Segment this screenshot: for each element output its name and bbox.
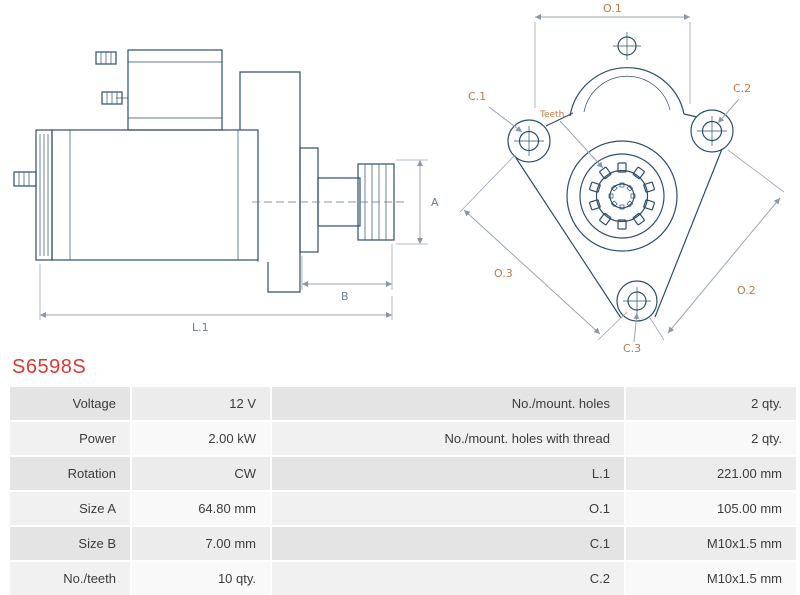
spec-value: 10 qty. xyxy=(132,562,270,595)
spec-label: L.1 xyxy=(272,457,624,490)
spec-value: M10x1.5 mm xyxy=(626,562,796,595)
spec-label: No./mount. holes with thread xyxy=(272,422,624,455)
spec-label: Voltage xyxy=(10,387,130,420)
dim-label-o1: O.1 xyxy=(603,2,622,15)
technical-drawing: A B L.1 xyxy=(13,2,785,352)
dim-label-l1: L.1 xyxy=(192,321,209,334)
spec-label: C.2 xyxy=(272,562,624,595)
label-teeth: Teeth xyxy=(539,110,564,120)
dim-label-o3: O.3 xyxy=(494,267,513,280)
spec-label: Size A xyxy=(10,492,130,525)
spec-value: 2 qty. xyxy=(626,387,796,420)
spec-value: 2 qty. xyxy=(626,422,796,455)
spec-value: 2.00 kW xyxy=(132,422,270,455)
spec-value: 64.80 mm xyxy=(132,492,270,525)
spec-label: O.1 xyxy=(272,492,624,525)
spec-value: 12 V xyxy=(132,387,270,420)
spec-label: Size B xyxy=(10,527,130,560)
spec-label: No./teeth xyxy=(10,562,130,595)
dim-label-c3: C.3 xyxy=(623,342,641,352)
spec-label: No./mount. holes xyxy=(272,387,624,420)
dim-label-c1: C.1 xyxy=(468,90,486,103)
spec-value: 105.00 mm xyxy=(626,492,796,525)
spec-table: Voltage 12 V No./mount. holes 2 qty. Pow… xyxy=(10,387,796,595)
spec-label: Rotation xyxy=(10,457,130,490)
dim-label-b: B xyxy=(341,290,349,303)
spec-value: M10x1.5 mm xyxy=(626,527,796,560)
dim-label-c2: C.2 xyxy=(733,82,751,95)
spec-value: CW xyxy=(132,457,270,490)
dim-label-o2: O.2 xyxy=(737,284,756,297)
spec-value: 221.00 mm xyxy=(626,457,796,490)
dim-label-a: A xyxy=(431,196,439,209)
front-view: O.1 O.3 O.2 C.1 C.2 C.3 Teeth xyxy=(459,2,785,352)
spec-value: 7.00 mm xyxy=(132,527,270,560)
part-number: S6598S xyxy=(12,356,87,378)
side-view: A B L.1 xyxy=(13,49,439,334)
spec-label: C.1 xyxy=(272,527,624,560)
spec-label: Power xyxy=(10,422,130,455)
